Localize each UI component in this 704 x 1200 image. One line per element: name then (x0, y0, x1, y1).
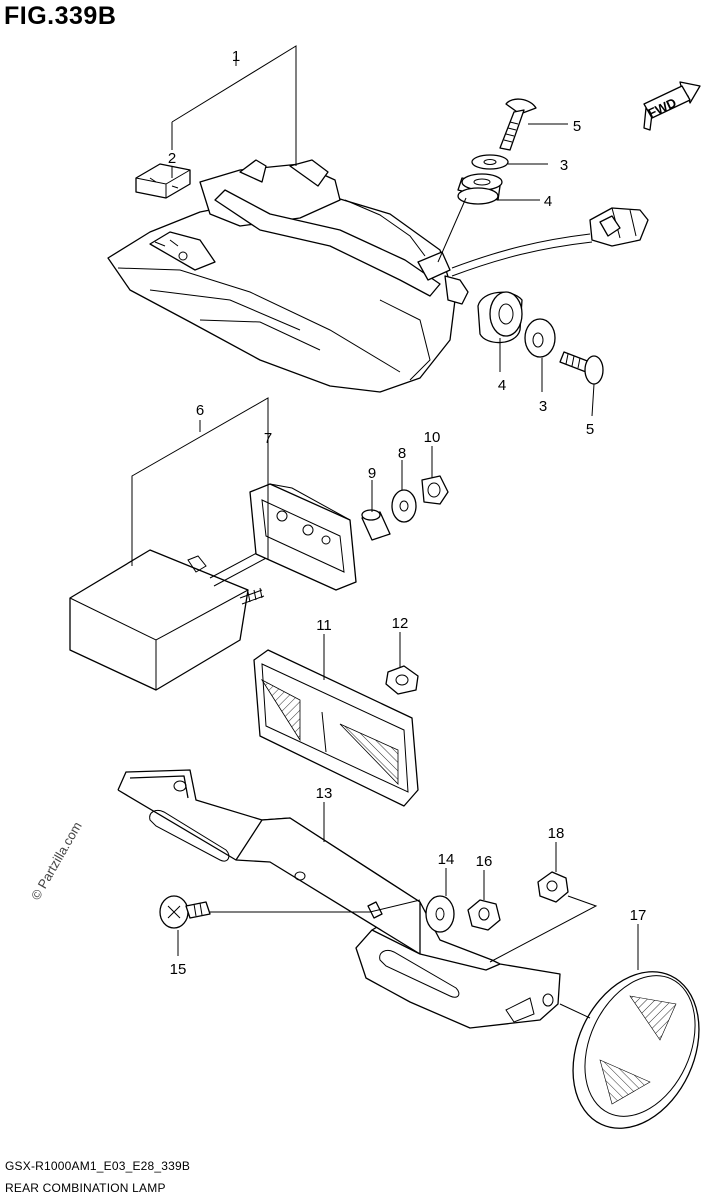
callout-labels: 1 2 3 3 4 4 5 5 6 7 8 9 10 11 12 13 14 1… (168, 48, 647, 978)
callout-11: 11 (316, 617, 332, 634)
callout-5-lower: 5 (586, 421, 594, 438)
callout-2: 2 (168, 150, 176, 167)
callout-13: 13 (316, 785, 333, 802)
callout-3-upper: 3 (560, 157, 568, 174)
callout-10: 10 (424, 429, 441, 446)
part-8-washer (391, 489, 417, 523)
part-17-round-reflector (572, 971, 700, 1129)
part-3-washer-upper (471, 154, 509, 170)
part-10-nut (421, 475, 449, 505)
figure-title: FIG.339B (4, 2, 117, 30)
callout-9: 9 (368, 465, 376, 482)
callout-15: 15 (170, 961, 187, 978)
callout-18: 18 (548, 825, 565, 842)
callout-7: 7 (264, 430, 272, 447)
callout-14: 14 (438, 851, 455, 868)
fwd-arrow-icon: FWD (643, 81, 701, 131)
part-18-nut (537, 871, 569, 903)
part-3-washer-lower (524, 318, 556, 358)
callout-4-upper: 4 (544, 193, 552, 210)
part-4-grommet-upper (457, 173, 503, 205)
part-12-nut (385, 665, 419, 695)
part-7-lens-gasket (249, 483, 357, 591)
part-14-washer (425, 895, 455, 933)
part-6-license-lamp (69, 547, 271, 691)
part-15-screw (159, 895, 211, 929)
part-16-nut (467, 899, 501, 931)
leader-lines (131, 45, 639, 1019)
callout-8: 8 (398, 445, 406, 462)
part-4-grommet-lower (477, 291, 523, 344)
part-2-clip (135, 163, 191, 199)
callout-16: 16 (476, 853, 493, 870)
part-1-tail-lamp-housing (107, 159, 469, 393)
part-9-collar (361, 509, 391, 541)
callout-4-lower: 4 (498, 377, 506, 394)
part-5-screw-upper (499, 98, 537, 151)
part-13-mounting-bracket (117, 769, 561, 1029)
callout-12: 12 (392, 615, 409, 632)
assembly-name: REAR COMBINATION LAMP (5, 1181, 166, 1195)
callout-3-lower: 3 (539, 398, 547, 415)
callout-1: 1 (232, 48, 240, 65)
part-5-screw-lower (559, 351, 604, 385)
callout-6: 6 (196, 402, 204, 419)
callout-17: 17 (630, 907, 647, 924)
part-11-rear-reflector (253, 649, 419, 807)
callout-5-upper: 5 (573, 118, 581, 135)
model-code: GSX-R1000AM1_E03_E28_339B (5, 1159, 191, 1173)
wire-harness-connector (451, 207, 649, 277)
fwd-label: FWD (646, 95, 679, 121)
